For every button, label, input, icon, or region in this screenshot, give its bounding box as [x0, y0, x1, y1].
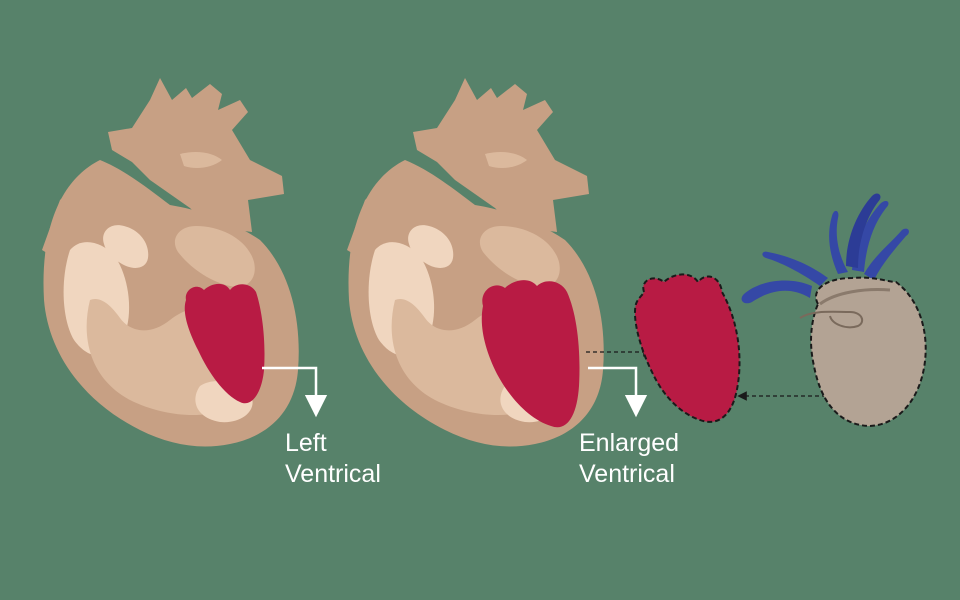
tentacle — [741, 280, 812, 304]
normal-heart — [42, 78, 299, 447]
bag-rim — [819, 288, 891, 306]
bag — [810, 276, 927, 428]
enlarged-heart — [347, 78, 604, 447]
enlarged-ventricle — [481, 280, 580, 428]
ventricle-cutout — [634, 273, 741, 423]
left-ventricle-label-line1: Left — [285, 429, 327, 457]
tentacle — [846, 193, 881, 268]
tentacle — [829, 210, 848, 274]
bag-with-tentacles — [741, 193, 927, 428]
enlarged-ventricle-label-line1: Enlarged — [579, 429, 680, 457]
left-ventricle — [184, 283, 265, 404]
left-ventricle-label: Left Ventrical — [285, 428, 381, 490]
tentacle — [852, 201, 889, 272]
tentacle — [864, 228, 909, 280]
left-ventricle-label-line2: Ventrical — [285, 460, 381, 488]
enlarged-ventricle-label: Enlarged Ventrical — [579, 428, 679, 490]
enlarged-ventricle-pointer — [588, 366, 648, 418]
bag-tie — [799, 310, 864, 329]
enlarged-ventricle-label-line2: Ventrical — [579, 460, 675, 488]
tentacle — [762, 251, 828, 286]
left-ventricle-pointer — [262, 366, 328, 418]
